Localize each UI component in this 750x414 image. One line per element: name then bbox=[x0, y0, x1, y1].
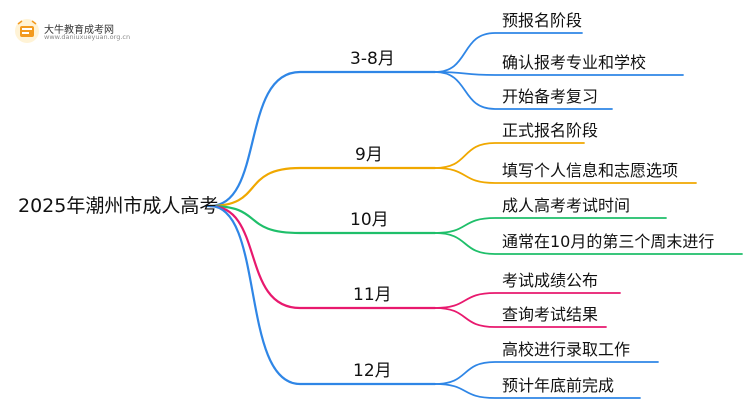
branch-connector-3 bbox=[208, 204, 437, 310]
leaf-label-3-1: 查询考试结果 bbox=[502, 305, 599, 324]
branch-label-2: 10月 bbox=[350, 210, 389, 230]
branch-label-1: 9月 bbox=[355, 145, 383, 165]
branch-connector-0 bbox=[208, 70, 437, 208]
leaf-label-1-1: 填写个人信息和志愿选项 bbox=[502, 161, 679, 180]
leaf-label-0-0: 预报名阶段 bbox=[502, 11, 583, 30]
leaf-connector-3-1 bbox=[434, 307, 607, 328]
leaf-connector-2-0 bbox=[434, 217, 667, 234]
leaf-connector-4-0 bbox=[434, 361, 659, 385]
leaf-connector-4-1 bbox=[434, 383, 641, 399]
branch-label-3: 11月 bbox=[353, 285, 392, 305]
logo-mark-icon bbox=[15, 19, 39, 43]
logo-site-url: www.daniuxueyuan.org.cn bbox=[44, 33, 131, 41]
leaf-label-4-1: 预计年底前完成 bbox=[502, 376, 615, 395]
leaf-label-0-2: 开始备考复习 bbox=[502, 87, 599, 106]
branch-connector-1 bbox=[208, 166, 437, 208]
leaf-connector-1-1 bbox=[434, 167, 697, 184]
leaf-connector-0-1 bbox=[434, 71, 684, 76]
leaf-connector-0-2 bbox=[434, 71, 613, 110]
branch-connector-2 bbox=[208, 204, 437, 235]
branch-label-0: 3-8月 bbox=[350, 49, 395, 69]
leaf-connector-2-1 bbox=[434, 232, 743, 255]
leaf-connector-3-0 bbox=[434, 292, 621, 309]
logo: 大牛教育成考网 www.daniuxueyuan.org.cn bbox=[14, 18, 134, 44]
branch-label-4: 12月 bbox=[353, 361, 392, 381]
leaf-label-3-0: 考试成绩公布 bbox=[502, 271, 599, 290]
root-node-label: 2025年潮州市成人高考 bbox=[18, 195, 219, 217]
leaf-connector-0-0 bbox=[434, 32, 583, 73]
leaf-label-0-1: 确认报考专业和学校 bbox=[502, 53, 647, 72]
logo-brand-name: 大牛教育成考网 bbox=[44, 25, 114, 36]
leaf-connector-1-0 bbox=[434, 142, 585, 169]
branch-connector-4 bbox=[208, 204, 437, 386]
leaf-label-2-0: 成人高考考试时间 bbox=[502, 196, 631, 215]
leaf-label-1-0: 正式报名阶段 bbox=[502, 121, 599, 140]
leaf-label-2-1: 通常在10月的第三个周末进行 bbox=[502, 232, 715, 251]
leaf-label-4-0: 高校进行录取工作 bbox=[502, 340, 631, 359]
